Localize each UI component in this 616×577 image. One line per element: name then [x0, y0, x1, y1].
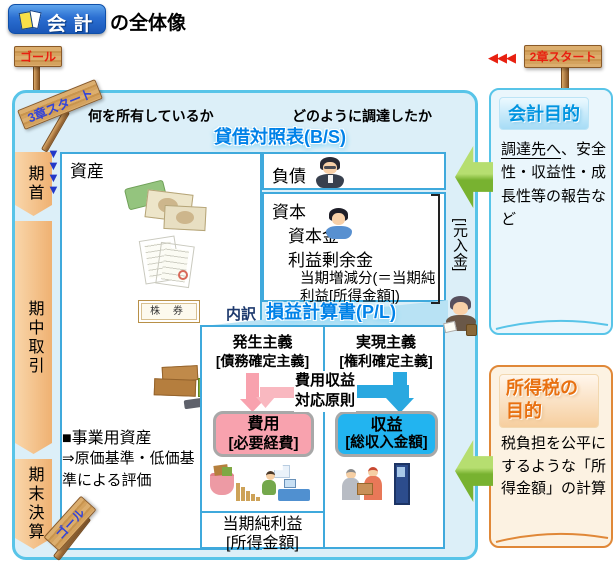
creditor-avatar	[316, 157, 344, 188]
accounting-purpose-title: 会計目的	[508, 104, 580, 124]
motoirekin-bracket	[431, 194, 440, 304]
realization-sub-label: [権利確定主義]	[339, 353, 433, 369]
accounting-purpose-body: 調達先へ、安全性・収益性・成長性等の報告など	[501, 138, 607, 231]
business-assets-label: ■事業用資産	[62, 430, 152, 447]
expense-line1: 費用	[247, 416, 280, 434]
card-curl-decoration	[495, 532, 609, 543]
capital-box: 資本 資本金 利益剰余金 当期増減分(＝当期純利益[所得金額])	[262, 192, 446, 305]
expense-box: 費用 [必要経費]	[213, 411, 314, 457]
pl-breakdown-label: 内訳	[226, 306, 257, 323]
timeline-period-begin: 期首	[15, 152, 52, 216]
capital-item-rieki: 利益剰余金	[288, 251, 373, 270]
net-income-label: 当期純利益 [所得金額]	[202, 515, 323, 553]
timeline-period-transactions: 期中取引	[15, 221, 52, 454]
matching-principle-label: 費用収益 対応原則	[294, 371, 356, 412]
money-clipart	[123, 179, 210, 236]
net-income-line1: 当期純利益	[222, 516, 303, 533]
period-transactions-label: 期中取引	[25, 299, 43, 376]
accounting-purpose-rest: 、安全性・収益性・成長性等の報告など	[501, 141, 607, 228]
profit-loss-box: 発生主義 [債務確定主義] 実現主義 [権利確定主義] 費用収益 対応原則 費用…	[200, 325, 445, 552]
title-badge: 会 計	[8, 4, 106, 35]
net-income-line2: [所得金額]	[226, 535, 299, 553]
liabilities-label: 負債	[272, 167, 306, 186]
sales-clipart	[342, 463, 414, 509]
owner-avatar	[326, 208, 352, 240]
matching-principle-line1: 費用収益	[294, 372, 355, 389]
motoirekin-label: [元入金]	[451, 218, 468, 272]
expense-line2: [必要経費]	[228, 434, 299, 452]
accounting-purpose-underlined: 調達先へ	[501, 141, 562, 159]
profit-loss-title: 損益計算書(P/L)	[266, 302, 396, 322]
goal-sign-top: ゴール	[14, 46, 62, 67]
period-begin-label: 期首	[25, 165, 43, 203]
title-badge-label: 会 計	[47, 14, 94, 35]
revenue-box: 収益 [総収入金額]	[335, 411, 438, 457]
flow-down-arrows-icon: ▼▼▼▼	[47, 146, 60, 197]
capital-label: 資本	[272, 203, 306, 222]
revenue-arrow-shaft	[393, 372, 407, 400]
period-end-label: 期末決算	[25, 466, 43, 542]
accrual-basis-label: 発生主義	[232, 334, 293, 351]
matching-principle-line2: 対応原則	[294, 392, 355, 410]
pl-column-divider	[323, 327, 325, 547]
bs-question-left: 何を所有しているか	[88, 108, 214, 124]
accounting-purpose-title-badge: 会計目的	[499, 97, 589, 130]
valuation-note: ⇒原価基準・低価基準による評価	[62, 450, 195, 489]
revenue-line2: [総収入金額]	[345, 434, 428, 451]
income-tax-purpose-body: 税負担を公平にするような「所得金額」の計算	[501, 435, 607, 497]
expense-clipart	[208, 463, 318, 509]
income-tax-purpose-title: 所得税の目的	[506, 378, 578, 422]
income-tax-title-badge: 所得税の目的	[499, 374, 599, 428]
accounting-purpose-card: 会計目的 調達先へ、安全性・収益性・成長性等の報告など	[489, 88, 613, 335]
left-arrows-icon: ◀◀◀	[488, 50, 516, 65]
stock-certificate: 株 券	[138, 300, 200, 323]
assets-label: 資産	[70, 162, 104, 181]
pl-net-income-divider	[202, 511, 325, 513]
balance-sheet-title: 貸借対照表(B/S)	[214, 127, 346, 147]
capital-note: 当期増減分(＝当期純利益[所得金額])	[300, 271, 436, 306]
bs-question-right: どのように調達したか	[292, 108, 432, 124]
revenue-line1: 収益	[370, 416, 403, 434]
matching-elbow-pink	[260, 387, 297, 398]
accrual-sub-label: [債務確定主義]	[215, 353, 310, 369]
income-tax-purpose-card: 所得税の目的 税負担を公平にするような「所得金額」の計算	[489, 365, 613, 548]
expense-arrow-shaft	[246, 373, 259, 401]
messenger-avatar	[443, 296, 478, 338]
liabilities-box: 負債	[262, 152, 446, 190]
chapter2-sign: 2章スタート	[524, 45, 602, 68]
card-curl-decoration	[495, 319, 609, 330]
goal-sign-top-pole	[33, 64, 40, 91]
goal-sign-top-label: ゴール	[19, 50, 56, 64]
matching-elbow-pink-head	[256, 397, 275, 408]
chapter2-sign-label: 2章スタート	[529, 50, 597, 64]
book-icon	[18, 9, 43, 30]
receipts-clipart	[138, 235, 196, 292]
page-title: の全体像	[110, 13, 187, 34]
realization-basis-label: 実現主義	[355, 334, 416, 351]
